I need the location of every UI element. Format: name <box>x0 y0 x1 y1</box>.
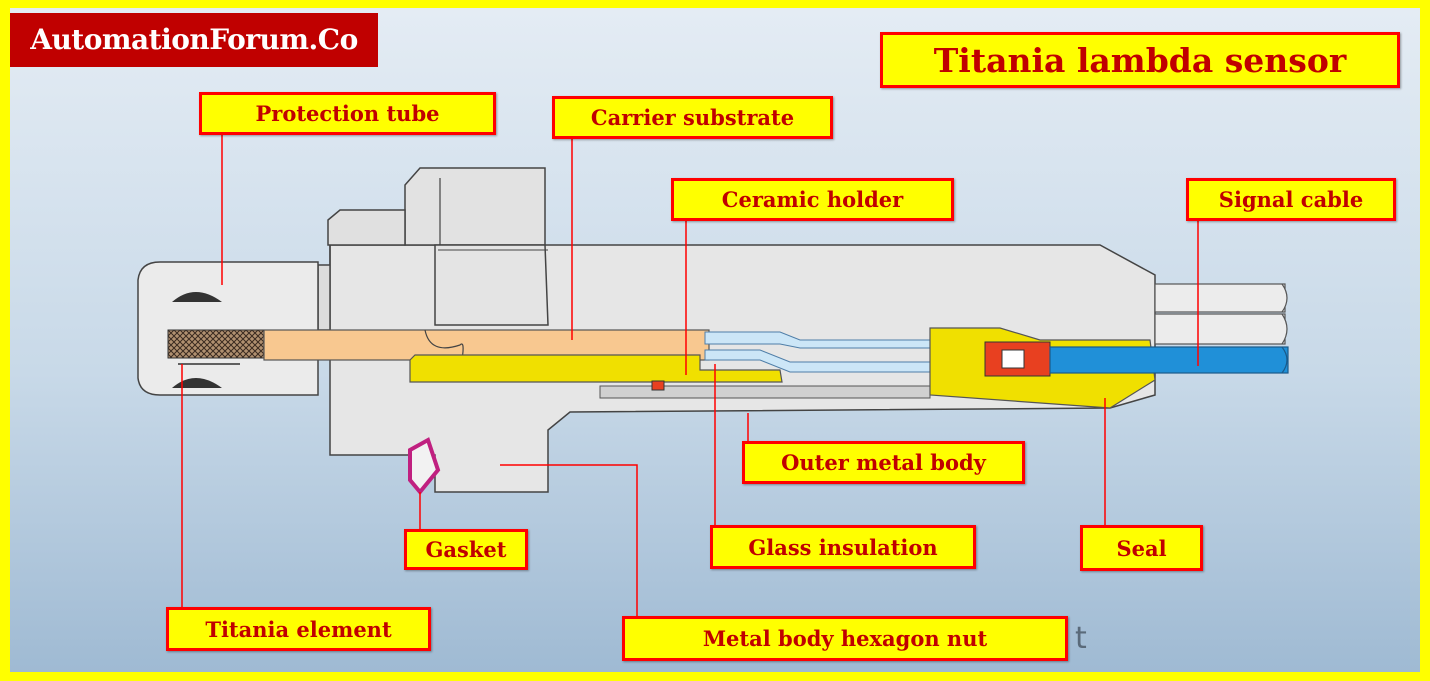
label-seal: Seal <box>1080 525 1203 571</box>
sensor-drawing <box>137 134 1289 617</box>
protection-tube-shape <box>137 261 319 396</box>
ceramic-holder-shape <box>409 354 783 383</box>
thread-section <box>327 209 406 246</box>
label-carrier-substrate: Carrier substrate <box>552 96 833 139</box>
hexagon-nut-upper <box>404 167 546 246</box>
leader-hexagon-nut <box>500 464 638 617</box>
hexagon-nut-mid <box>434 244 549 326</box>
stray-glyph: t <box>1075 621 1087 656</box>
label-signal-cable: Signal cable <box>1186 178 1396 221</box>
label-protection-tube: Protection tube <box>199 92 496 135</box>
label-ceramic-holder: Ceramic holder <box>671 178 954 221</box>
signal-cable-shape <box>1049 346 1289 374</box>
label-glass-insulation: Glass insulation <box>710 525 976 569</box>
diagram-title: Titania lambda sensor <box>880 32 1400 88</box>
label-outer-metal-body: Outer metal body <box>742 441 1025 484</box>
label-titania-element: Titania element <box>166 607 431 651</box>
brand-logo: AutomationForum.Co <box>10 13 378 67</box>
titania-element-shape <box>167 329 265 359</box>
gasket-shape <box>408 437 441 496</box>
label-hexagon-nut: Metal body hexagon nut <box>622 616 1068 661</box>
label-gasket: Gasket <box>404 529 528 570</box>
